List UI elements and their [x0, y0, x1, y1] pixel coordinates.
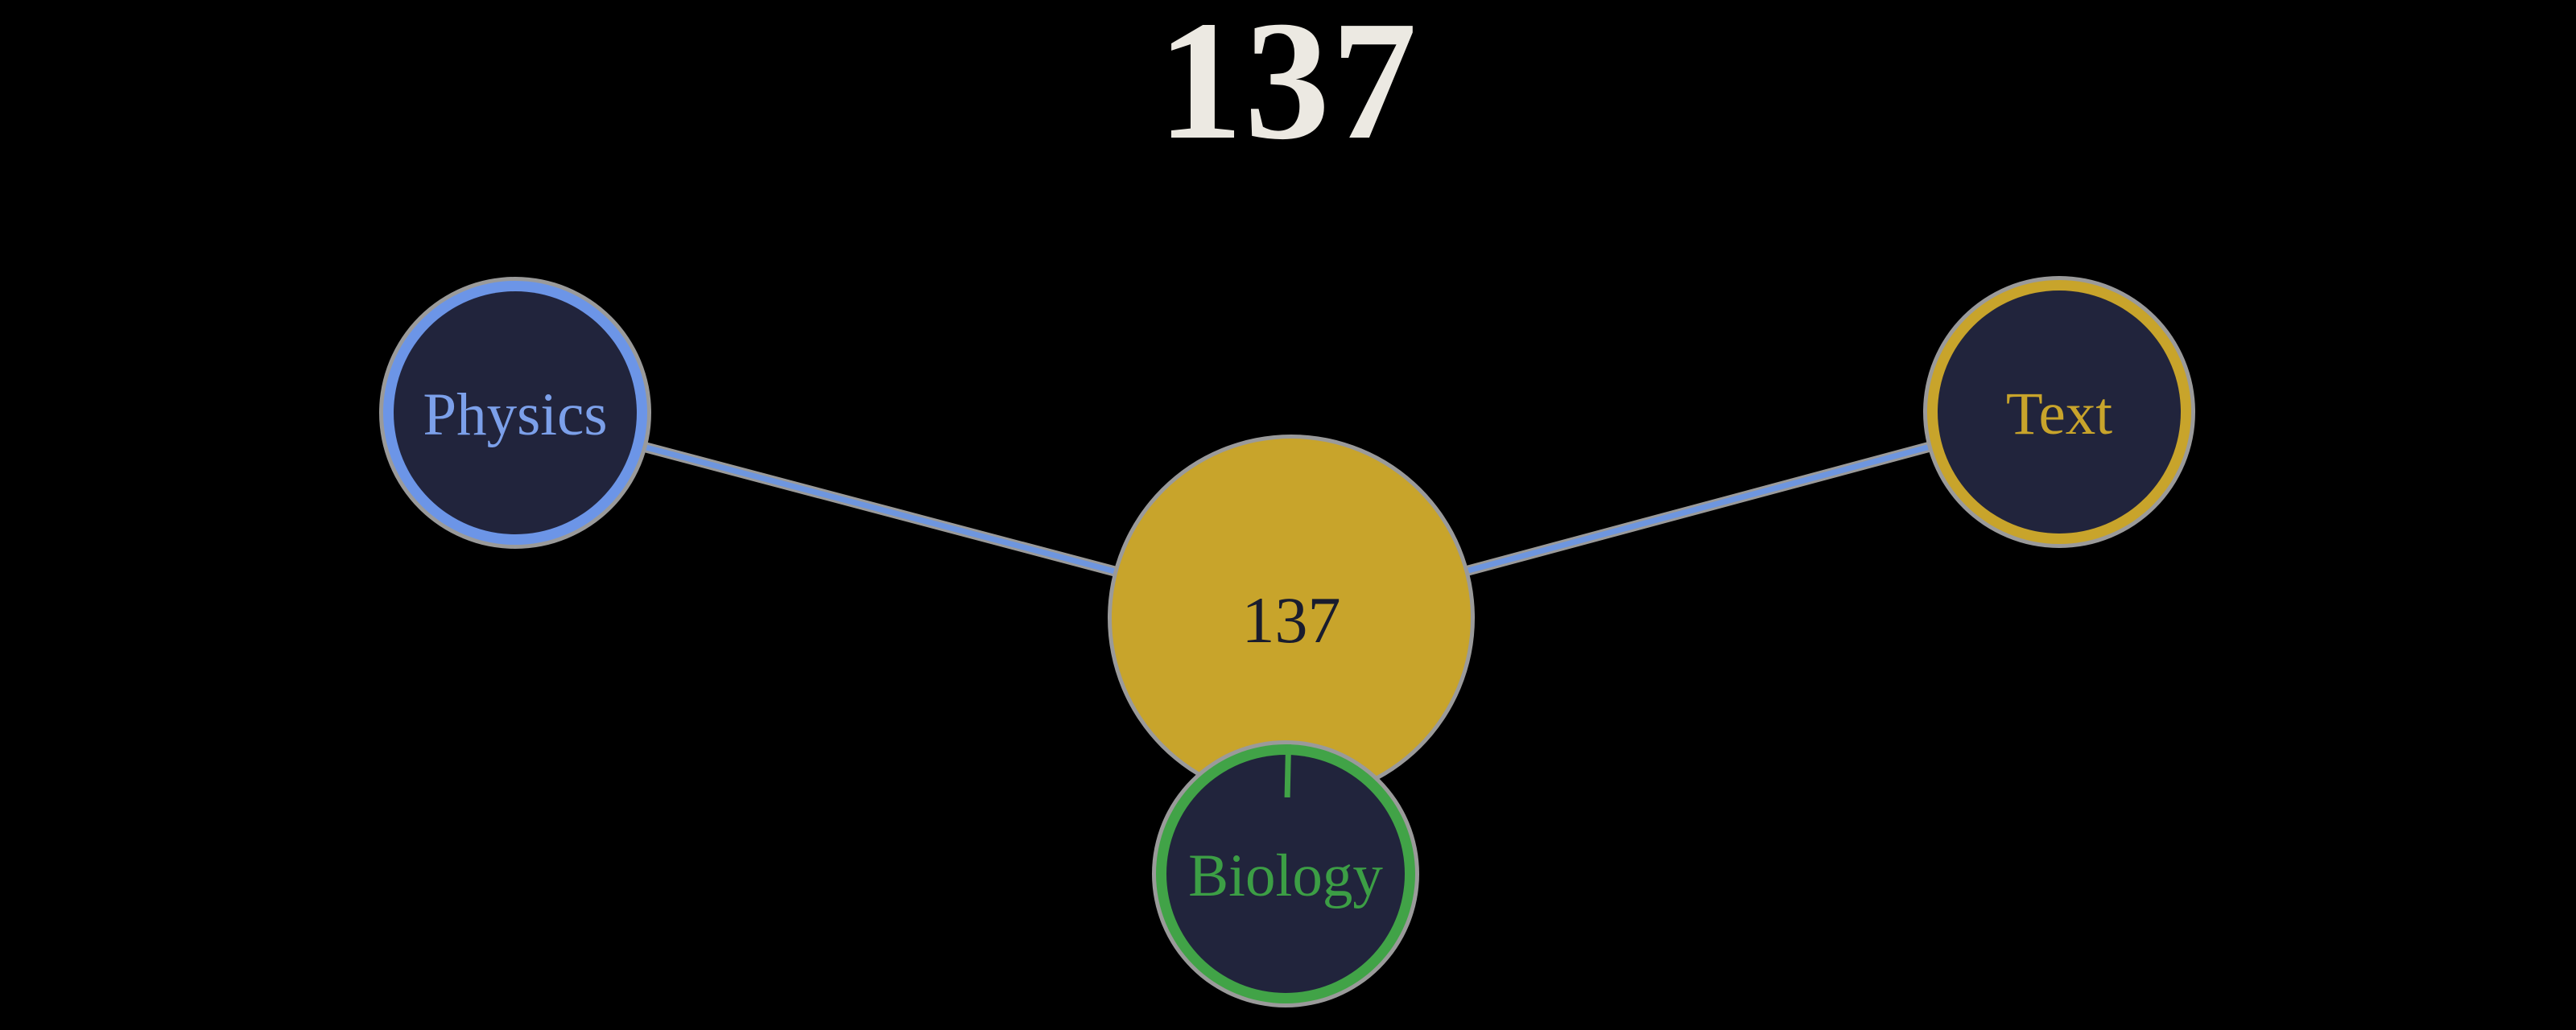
edge-center-biology — [1284, 744, 1292, 798]
node-center-label: 137 — [1242, 583, 1341, 657]
node-physics-label: Physics — [423, 381, 607, 448]
node-center-fill — [1112, 439, 1471, 797]
node-text-label: Text — [2006, 381, 2112, 447]
node-text-fill — [1938, 290, 2181, 534]
diagram-title: 137 — [1158, 0, 1418, 175]
node-biology-label: Biology — [1188, 843, 1383, 909]
node-physics-fill — [394, 291, 637, 534]
node-biology-fill — [1166, 755, 1405, 993]
